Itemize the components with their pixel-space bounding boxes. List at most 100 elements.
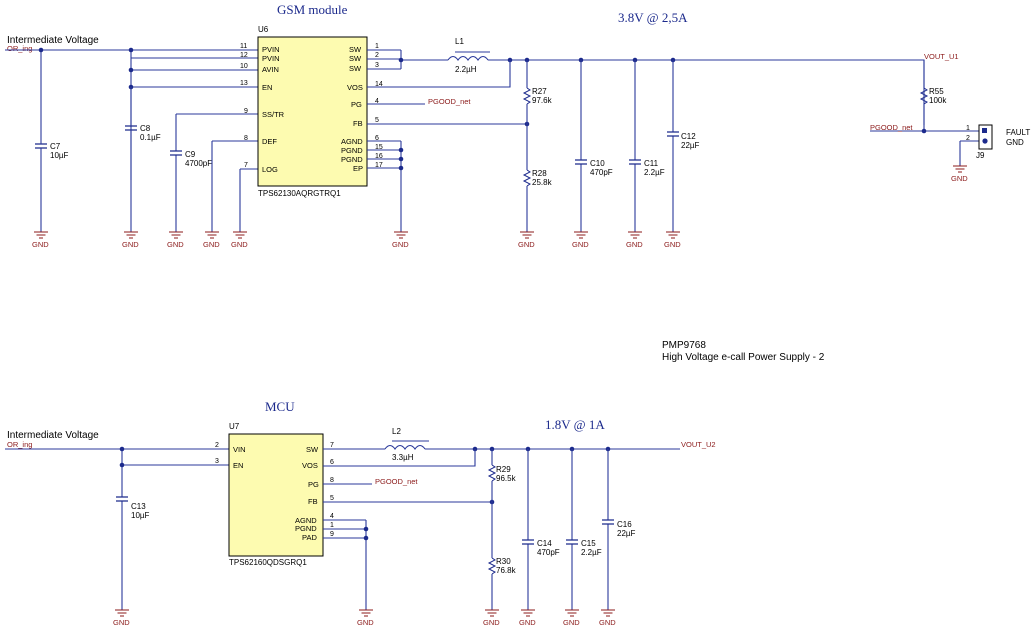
capacitor-c11: C11 2.2µF (629, 60, 665, 232)
svg-text:GND: GND (563, 618, 580, 627)
gsm-title: GSM module (277, 2, 348, 17)
svg-text:TPS62130AQRGTRQ1: TPS62130AQRGTRQ1 (258, 189, 341, 198)
ic-u6: U6 TPS62130AQRGTRQ1 11 PVIN 12 PVIN 10 A… (240, 25, 383, 198)
svg-text:C10: C10 (590, 159, 605, 168)
svg-text:2.2µH: 2.2µH (455, 65, 477, 74)
mcu-input-label: Intermediate Voltage (7, 430, 99, 441)
capacitor-c16: C16 22µF (602, 449, 636, 610)
svg-text:15: 15 (375, 144, 383, 151)
part-id: PMP9768 (662, 340, 706, 351)
junction-dot (119, 446, 125, 452)
svg-text:C15: C15 (581, 539, 596, 548)
gsm-output-label: 3.8V @ 2,5A (618, 10, 688, 25)
mcu-vout-net: VOUT_U2 (681, 440, 716, 449)
svg-text:C13: C13 (131, 502, 146, 511)
svg-text:4: 4 (375, 98, 379, 105)
svg-text:9: 9 (244, 108, 248, 115)
svg-text:12: 12 (240, 52, 248, 59)
svg-text:GND: GND (392, 240, 409, 249)
gsm-input-net: OR_ing (7, 44, 32, 53)
svg-text:100k: 100k (929, 96, 947, 105)
mcu-title: MCU (265, 399, 295, 414)
svg-text:6: 6 (375, 135, 379, 142)
svg-text:GND: GND (664, 240, 681, 249)
resistor-r27: R27 97.6k (522, 87, 553, 105)
ic-u7: U7 TPS62160QDSGRQ1 2 VIN 3 EN SW 7 VOS 6… (215, 422, 334, 567)
mcu-gnd-wires (323, 519, 367, 610)
svg-text:SW: SW (306, 445, 319, 454)
svg-text:96.5k: 96.5k (496, 474, 517, 483)
svg-text:13: 13 (240, 80, 248, 87)
gsm-vos-wire (367, 60, 511, 88)
junction-dot (398, 156, 404, 162)
svg-text:C12: C12 (681, 132, 696, 141)
svg-text:PVIN: PVIN (262, 45, 280, 54)
svg-text:3: 3 (375, 62, 379, 69)
gnd-symbols-mcu: GND GND GND GND GND GND (113, 609, 616, 627)
svg-text:1: 1 (330, 522, 334, 529)
svg-text:GND: GND (951, 174, 968, 183)
svg-text:U6: U6 (258, 25, 269, 34)
svg-text:GND: GND (357, 618, 374, 627)
capacitor-c8: C8 0.1µF (125, 87, 161, 232)
svg-text:4: 4 (330, 513, 334, 520)
capacitor-c15: C15 2.2µF (566, 449, 602, 610)
svg-text:470pF: 470pF (537, 548, 560, 557)
junction-dot (398, 147, 404, 153)
svg-text:C16: C16 (617, 520, 632, 529)
gsm-input-branches (131, 57, 258, 88)
svg-text:2: 2 (215, 442, 219, 449)
gsm-input-label: Intermediate Voltage (7, 35, 99, 46)
svg-text:R27: R27 (532, 87, 547, 96)
mcu-input-rail (5, 448, 229, 610)
svg-text:GND: GND (626, 240, 643, 249)
svg-text:C11: C11 (644, 159, 659, 168)
svg-text:1: 1 (375, 43, 379, 50)
svg-text:AGND: AGND (295, 516, 317, 525)
svg-text:VOS: VOS (302, 461, 318, 470)
junction-dot (128, 67, 134, 73)
gsm-pgood-net: PGOOD_net (870, 123, 913, 132)
junction-dot (119, 462, 125, 468)
svg-text:AGND: AGND (341, 137, 363, 146)
svg-text:3.3µH: 3.3µH (392, 453, 414, 462)
svg-text:C14: C14 (537, 539, 552, 548)
svg-text:EN: EN (262, 83, 272, 92)
svg-text:R30: R30 (496, 557, 511, 566)
mcu-vos-wire (323, 449, 476, 467)
svg-text:16: 16 (375, 153, 383, 160)
junction-dot (363, 535, 369, 541)
u6-left-pins: 11 PVIN 12 PVIN 10 AVIN 13 EN 9 SS/TR 8 … (240, 43, 285, 174)
svg-text:GND: GND (32, 240, 49, 249)
capacitor-c12: C12 22µF (667, 60, 700, 232)
svg-text:GND: GND (113, 618, 130, 627)
svg-text:6: 6 (330, 459, 334, 466)
svg-text:GND: GND (1006, 138, 1024, 147)
svg-text:1: 1 (966, 125, 970, 132)
gnd-symbols-gsm: GND GND GND GND GND GND GND GND GND GND … (32, 165, 968, 249)
u6-right-pins: SW 1 SW 2 SW 3 VOS 14 PG 4 FB 5 AGND 6 P… (341, 43, 383, 173)
gsm-sw-wires (367, 49, 448, 70)
junction-dot (398, 57, 404, 63)
svg-text:R28: R28 (532, 169, 547, 178)
svg-text:GND: GND (122, 240, 139, 249)
svg-text:470pF: 470pF (590, 168, 613, 177)
svg-text:DEF: DEF (262, 137, 277, 146)
resistor-r55: R55 100k (919, 60, 947, 131)
junction-dot (38, 47, 44, 53)
svg-text:8: 8 (330, 477, 334, 484)
svg-text:SS/TR: SS/TR (262, 110, 285, 119)
gsm-vout-net: VOUT_U1 (924, 52, 959, 61)
svg-text:FB: FB (353, 119, 363, 128)
svg-text:GND: GND (483, 618, 500, 627)
svg-text:5: 5 (330, 495, 334, 502)
svg-text:22µF: 22µF (681, 141, 700, 150)
junction-dot (398, 165, 404, 171)
svg-text:2.2µF: 2.2µF (644, 168, 665, 177)
svg-text:9: 9 (330, 531, 334, 538)
mcu-output-label: 1.8V @ 1A (545, 417, 605, 432)
svg-text:11: 11 (240, 43, 247, 50)
svg-text:EP: EP (353, 164, 363, 173)
svg-text:GND: GND (518, 240, 535, 249)
